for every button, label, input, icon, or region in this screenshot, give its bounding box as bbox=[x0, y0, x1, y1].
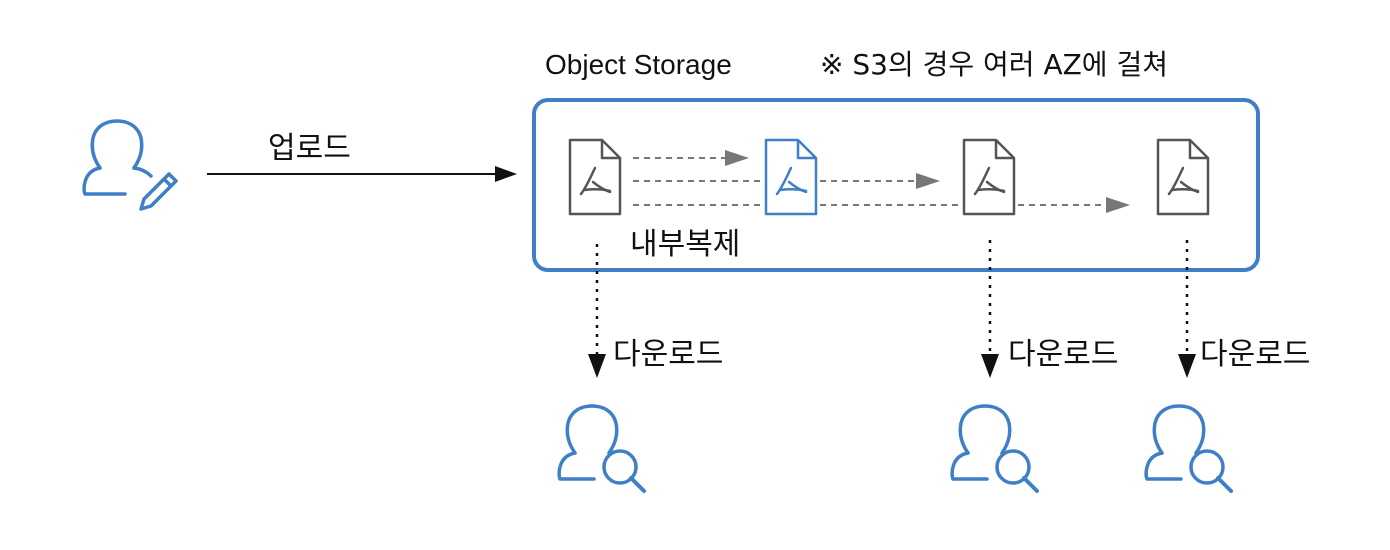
user-search-icon bbox=[950, 404, 1039, 493]
replication-arrow-1-head bbox=[725, 150, 749, 166]
upload-label: 업로드 bbox=[268, 131, 351, 166]
user-search-icon bbox=[557, 404, 646, 493]
download-label: 다운로드 bbox=[613, 337, 724, 372]
download-label: 다운로드 bbox=[1008, 337, 1119, 372]
pdf-file-replica-icon bbox=[1156, 138, 1210, 216]
download-arrow-1-head bbox=[588, 354, 606, 378]
az-note: ※ S3의 경우 여러 AZ에 걸쳐 bbox=[820, 48, 1168, 81]
storage-title: Object Storage bbox=[545, 49, 732, 80]
download-arrow-2-head bbox=[981, 354, 999, 378]
object-storage-box bbox=[532, 98, 1260, 272]
upload-arrow-head bbox=[495, 166, 517, 182]
pdf-file-replica-icon bbox=[962, 138, 1016, 216]
pdf-file-icon bbox=[568, 138, 622, 216]
download-label: 다운로드 bbox=[1200, 337, 1311, 372]
user-edit-icon bbox=[82, 119, 178, 211]
replication-label: 내부복제 bbox=[630, 227, 741, 262]
replication-arrow-2-head bbox=[916, 173, 940, 189]
replication-arrow-3-head bbox=[1106, 197, 1130, 213]
pdf-file-replicating-icon bbox=[764, 138, 818, 216]
user-search-icon bbox=[1144, 404, 1233, 493]
download-arrow-3-head bbox=[1178, 354, 1196, 378]
